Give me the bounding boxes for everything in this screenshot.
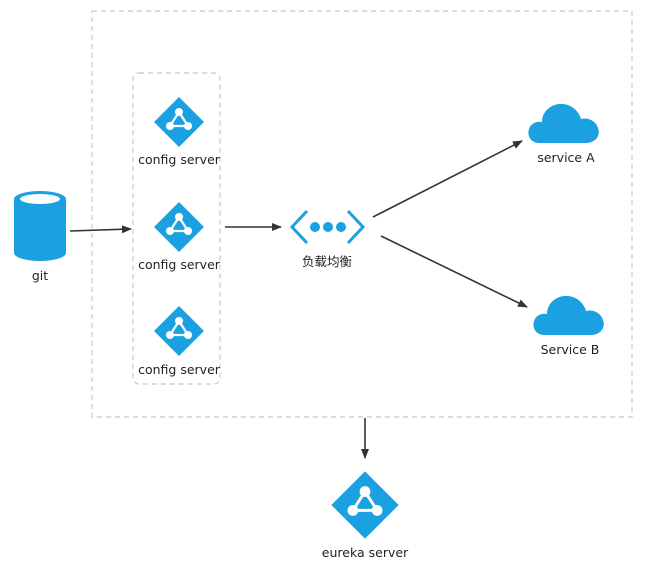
cloud-icon: [528, 103, 599, 143]
outer-frame: [91, 10, 633, 418]
network-diamond-icon: [330, 470, 400, 540]
config-server-group-frame: [132, 72, 221, 385]
eureka-server-label: eureka server: [321, 545, 409, 560]
edge-git-to-config: [69, 225, 132, 234]
load-balancer-label: 负载均衡: [301, 254, 353, 269]
service-b-label: Service B: [540, 342, 600, 357]
service-a-label: service A: [537, 150, 595, 165]
config-server-label-2: config server: [138, 257, 220, 272]
network-diamond-icon: [153, 305, 205, 357]
load-balancer-icon: [289, 209, 366, 245]
database-cylinder-icon: [14, 191, 66, 261]
network-diamond-icon: [153, 201, 205, 253]
edge-lb-to-service-a: [372, 140, 523, 218]
config-server-label-3: config server: [138, 362, 220, 377]
config-server-label-1: config server: [138, 152, 220, 167]
cloud-icon: [533, 295, 604, 335]
network-diamond-icon: [153, 96, 205, 148]
git-label: git: [31, 268, 49, 283]
edge-lb-to-service-b: [380, 235, 528, 308]
